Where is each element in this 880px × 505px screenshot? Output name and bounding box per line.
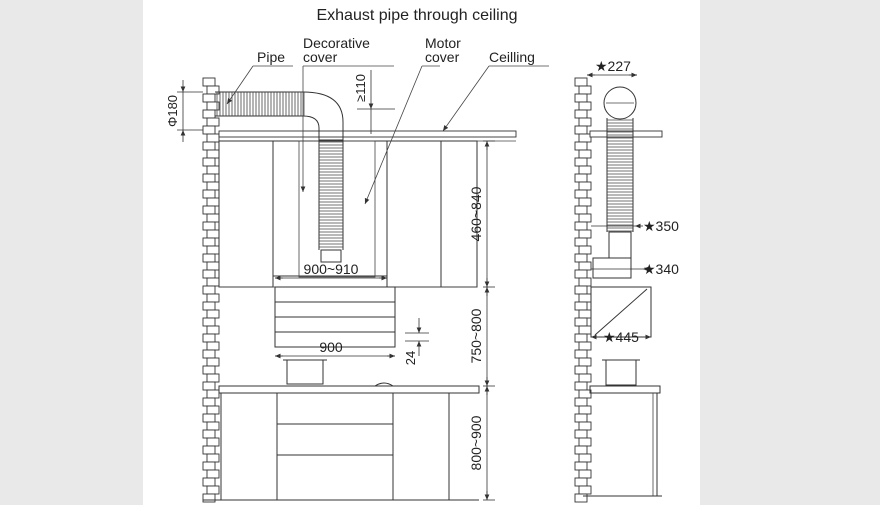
hood-depth-value: ★445 [603,329,639,345]
pipe-length-value: ★350 [643,218,679,234]
counter-height-value: 800~900 [468,415,484,470]
height-dimension-chain [483,140,495,501]
cooking-pot-front [283,359,327,385]
pipe-vertical [318,140,344,263]
installation-diagram: Exhaust pipe through ceiling [165,7,679,503]
drawing-sheet: Exhaust pipe through ceiling [143,0,700,505]
decorative-cover [298,140,376,278]
cooking-pot-side [602,359,640,386]
ceiling-slab-side [589,130,663,138]
lower-cabinets [220,392,450,501]
label-leaders [226,65,549,205]
pipe-label: Pipe [257,49,285,65]
cabinet-opening-value: 900~910 [304,261,359,277]
top-clearance-value: ★227 [595,58,631,74]
ceiling-label: Ceilling [489,49,535,65]
pipe-horizontal [215,91,344,141]
motor-cover-label-2: cover [425,49,460,65]
ceiling-gap-dimension [357,70,395,134]
pipe-diameter-dimension [177,80,203,142]
side-dimensions [587,72,651,340]
pipe-end-circle [603,86,637,120]
hood-offset-dimension [405,318,429,356]
hood-offset-value: 24 [403,351,418,365]
countertop [218,385,480,394]
motor-cover-label: Motor [425,35,461,51]
pipe-vertical-side [606,118,634,259]
brick-wall-side [574,77,592,503]
diagram-title: Exhaust pipe through ceiling [316,7,517,24]
countertop-side [589,385,661,394]
decorative-cover-label-2: cover [303,49,338,65]
ceiling-gap-value: ≥110 [353,74,368,102]
pipe-diameter-value: Φ180 [165,95,180,127]
hood-above-counter-value: 750~800 [468,308,484,363]
brick-wall-front [202,77,220,503]
hood-width-value: 900 [319,339,343,355]
motor-box-side [592,257,632,279]
ceiling-slab [218,130,517,138]
range-hood-front [274,286,396,348]
upper-cabinet-height-value: 460~840 [468,186,484,241]
motor-height-value: ★340 [643,261,679,277]
decorative-cover-label: Decorative [303,35,370,51]
